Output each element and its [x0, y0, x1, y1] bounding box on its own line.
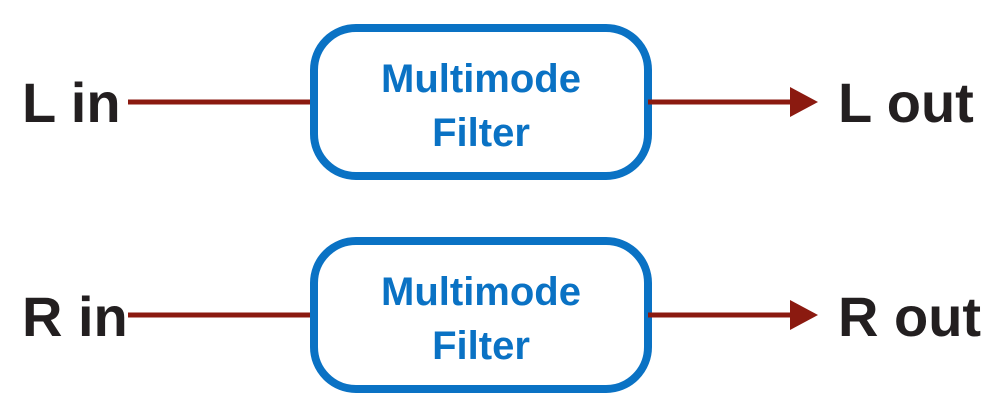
input-label-r: R in — [22, 285, 128, 348]
filter-label-line2-l: Filter — [432, 111, 530, 155]
filter-label-line2-r: Filter — [432, 324, 530, 368]
channel-right: R in Multimode Filter R out — [22, 237, 981, 393]
filter-label-line1-l: Multimode — [381, 57, 581, 101]
channel-left: L in Multimode Filter L out — [22, 24, 974, 180]
output-label-l: L out — [838, 71, 974, 134]
arrow-head-r — [790, 300, 818, 330]
arrow-head-l — [790, 87, 818, 117]
filter-label-line1-r: Multimode — [381, 270, 581, 314]
output-label-r: R out — [838, 285, 981, 348]
input-label-l: L in — [22, 71, 121, 134]
